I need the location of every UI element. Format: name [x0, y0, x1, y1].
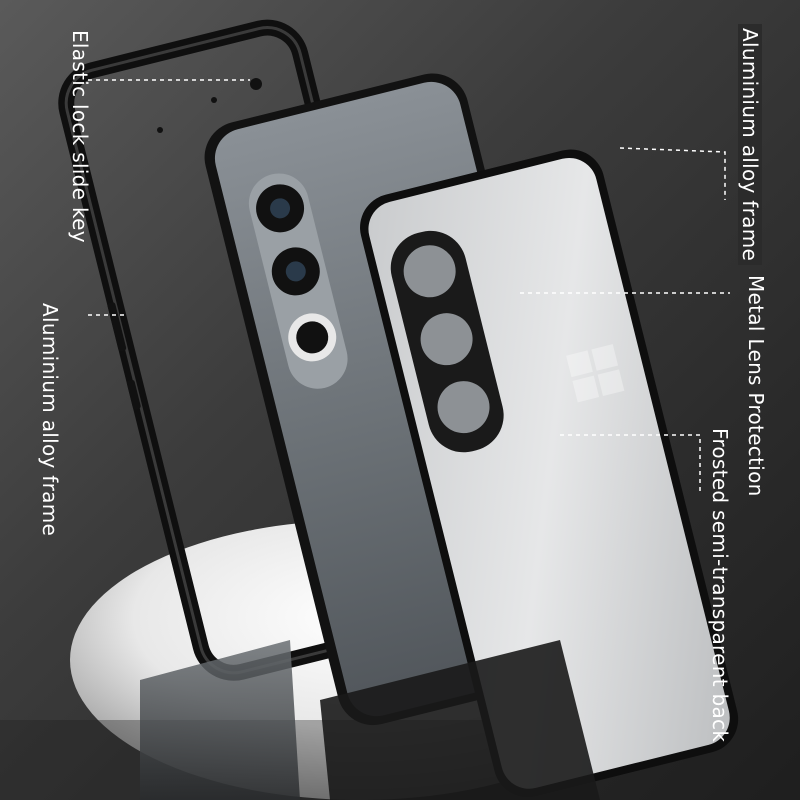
leader-frame-right	[619, 147, 726, 200]
leader-lines	[88, 79, 730, 495]
label-elastic-lock-slide-key: Elastic lock slide key	[68, 30, 92, 243]
reflection	[140, 640, 300, 800]
label-aluminium-frame-right: Aluminium alloy frame	[738, 24, 762, 266]
label-aluminium-frame-left: Aluminium alloy frame	[38, 303, 62, 537]
leader-frosted	[560, 434, 701, 495]
label-frosted-back: Frosted semi-transparent back	[708, 428, 732, 743]
slide-key-button	[250, 78, 262, 90]
frosted-case	[360, 149, 739, 798]
label-metal-lens-protection: Metal Lens Protection	[744, 275, 768, 497]
